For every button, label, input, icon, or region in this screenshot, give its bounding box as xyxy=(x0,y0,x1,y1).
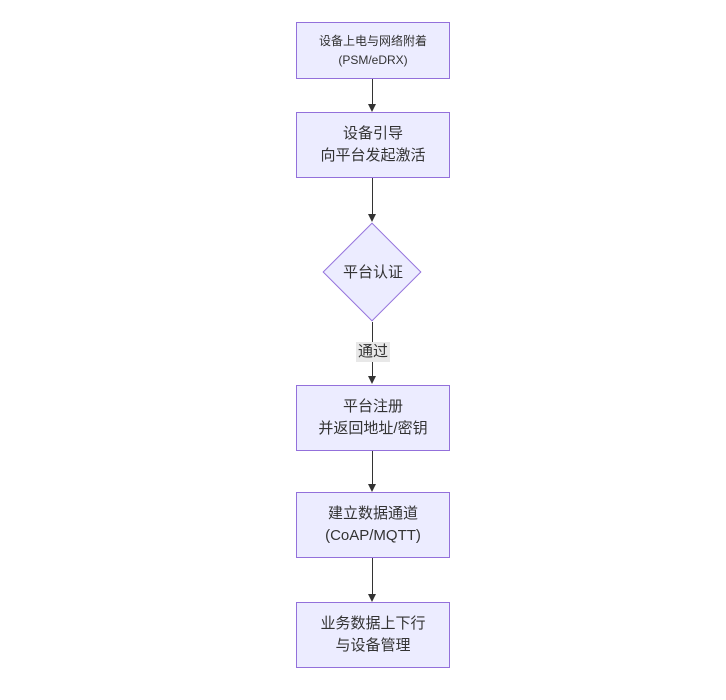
node-label-line: 建立数据通道 xyxy=(327,505,418,522)
node-label-line: 与设备管理 xyxy=(335,637,411,654)
node-data-channel: 建立数据通道 (CoAP/MQTT) xyxy=(296,492,450,558)
arrowhead-down-icon xyxy=(368,214,376,222)
decision-platform-auth-label: 平台认证 xyxy=(342,264,403,281)
flow-connector xyxy=(372,558,373,595)
arrowhead-down-icon xyxy=(368,594,376,602)
arrowhead-down-icon xyxy=(368,376,376,384)
node-label-line: 业务数据上下行 xyxy=(320,615,426,632)
node-label-line: 并返回地址/密钥 xyxy=(318,420,428,437)
node-power-network-attach: 设备上电与网络附着 (PSM/eDRX) xyxy=(296,22,450,79)
node-label-line: 向平台发起激活 xyxy=(320,147,426,164)
node-label-line: (PSM/eDRX) xyxy=(338,52,408,67)
flow-connector xyxy=(372,178,373,215)
flow-connector xyxy=(372,451,373,485)
node-label-line: 设备引导 xyxy=(342,125,403,142)
edge-label-pass: 通过 xyxy=(355,342,390,362)
flow-connector xyxy=(372,79,373,105)
node-platform-register: 平台注册 并返回地址/密钥 xyxy=(296,385,450,451)
node-device-bootstrap: 设备引导 向平台发起激活 xyxy=(296,112,450,178)
node-label-line: (CoAP/MQTT) xyxy=(325,527,421,544)
arrowhead-down-icon xyxy=(368,104,376,112)
node-label-line: 设备上电与网络附着 xyxy=(318,33,427,48)
edge-label-wrap: 通过 xyxy=(296,342,450,362)
arrowhead-down-icon xyxy=(368,484,376,492)
node-business-data: 业务数据上下行 与设备管理 xyxy=(296,602,450,668)
node-label-line: 平台注册 xyxy=(342,398,403,415)
